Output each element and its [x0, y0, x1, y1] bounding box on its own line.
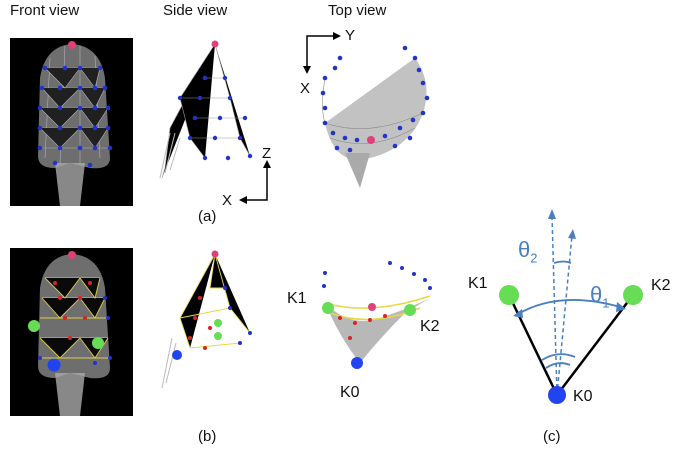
top-k2-label: K2	[420, 318, 440, 335]
front-top-marker-a	[68, 41, 76, 49]
side-top-marker-a	[211, 40, 219, 48]
front-nodes-a	[37, 65, 113, 168]
label-b: (b)	[198, 428, 217, 445]
theta1-label: θ1	[590, 282, 609, 310]
top-view-panel-a	[303, 32, 430, 188]
front-k0-b	[47, 358, 61, 372]
top-k2-b	[404, 304, 416, 316]
top-view-title: Top view	[328, 2, 387, 19]
top-axes-a	[306, 35, 335, 68]
side-nodes-a	[177, 75, 253, 161]
diagram-k2-label: K2	[651, 277, 671, 294]
diagram-k0-node	[548, 386, 566, 404]
theta2-label: θ2	[518, 237, 537, 265]
front-view-panel-b	[10, 248, 133, 416]
theta1-symbol: θ	[590, 282, 603, 307]
front-view-title: Front view	[10, 2, 80, 19]
side-view-panel-a	[159, 40, 271, 204]
label-a: (a)	[198, 208, 217, 225]
side-view-panel-b	[161, 250, 252, 389]
diagram-k2-node	[623, 285, 643, 305]
diagram-k1-label: K1	[468, 275, 488, 292]
front-k1-b	[28, 320, 40, 332]
theta2-symbol: θ	[518, 237, 531, 262]
angle-diagram-c	[499, 209, 643, 404]
side-axes-a	[245, 166, 268, 201]
top-k1-label: K1	[287, 290, 307, 307]
front-k2-b	[92, 337, 104, 349]
top-nodes-a	[320, 45, 430, 153]
label-c: (c)	[543, 428, 561, 445]
top-k1-b	[322, 302, 334, 314]
side-view-title: Side view	[163, 2, 228, 19]
diagram-k0-label: K0	[573, 388, 593, 405]
theta2-subscript: 2	[530, 250, 538, 266]
theta1-subscript: 1	[602, 295, 610, 311]
top-axis-y: Y	[345, 27, 356, 44]
diagram-k1-node	[499, 285, 519, 305]
top-k0-b	[351, 357, 363, 369]
top-top-marker-a	[367, 136, 375, 144]
front-mesh-a	[37, 41, 113, 206]
front-view-panel-a	[10, 38, 133, 206]
top-axis-x: X	[300, 80, 311, 97]
side-axis-x: X	[222, 192, 233, 209]
top-view-panel-b	[322, 261, 432, 369]
side-axis-z: Z	[262, 145, 272, 162]
front-mesh-b	[28, 251, 112, 416]
top-k0-label: K0	[340, 384, 360, 401]
